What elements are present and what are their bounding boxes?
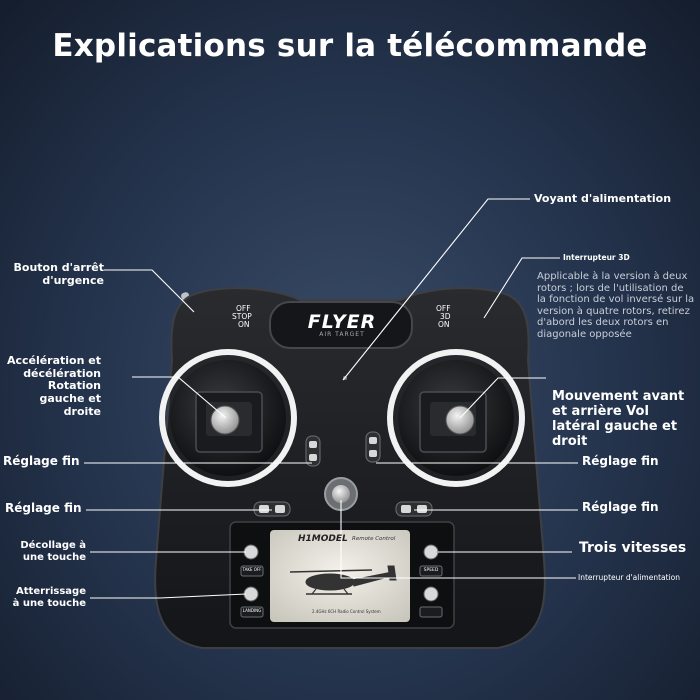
helicopter-icon [289, 565, 397, 595]
takeoff-button[interactable] [240, 544, 264, 577]
brand-subtitle: AIR TARGET [319, 331, 365, 338]
power-switch[interactable] [324, 477, 358, 511]
trim-horizontal-right[interactable] [395, 501, 433, 517]
switch-left-off: OFF [236, 304, 251, 313]
page-title: Explications sur la télécommande [52, 28, 648, 64]
label-trim-left-1: Réglage fin [3, 454, 80, 468]
left-stick[interactable] [210, 405, 240, 435]
label-trim-right-2: Réglage fin [582, 500, 659, 514]
switch-left-on: ON [238, 320, 250, 329]
speed-button-label: SPEED [423, 568, 439, 573]
right-stick[interactable] [445, 405, 475, 435]
label-trim-left-2: Réglage fin [5, 501, 82, 515]
switch-right-3d: 3D [440, 312, 451, 321]
label-throttle: Accélération et décélération Rotation ga… [6, 354, 101, 418]
label-power-switch: Interrupteur d'alimentation [578, 573, 681, 582]
lcd-footer: 2.4GHz 6CH Radio Control System [312, 609, 381, 614]
label-landing: Atterrissage à une touche [12, 586, 86, 609]
switch-left-stop: STOP [232, 312, 252, 321]
trim-vertical-right[interactable] [365, 431, 381, 463]
label-movement: Mouvement avant et arrière Vol latéral g… [552, 389, 685, 449]
brand-logo: FLYER [307, 311, 377, 333]
label-takeoff: Décollage à une touche [20, 540, 86, 563]
lcd-side-button[interactable] [419, 586, 443, 618]
takeoff-button-label: TAKE OFF [242, 567, 262, 572]
label-speeds: Trois vitesses [579, 540, 687, 556]
lcd-logo: H1MODEL [298, 534, 348, 544]
leader-lines [84, 198, 578, 599]
speed-button[interactable] [419, 544, 443, 577]
landing-button-label: LANDING [242, 608, 262, 613]
switch-right-off: OFF [436, 304, 451, 313]
label-switch-3d-desc: Applicable à la version à deux rotors ; … [537, 271, 695, 340]
label-switch-3d: Interrupteur 3D [563, 253, 630, 262]
trim-horizontal-left[interactable] [253, 501, 291, 517]
label-emergency: Bouton d'arrêt d'urgence [13, 261, 104, 287]
trim-vertical-left[interactable] [305, 435, 321, 467]
lcd-caption: Remote Control [352, 536, 396, 542]
label-trim-right-1: Réglage fin [582, 454, 659, 468]
label-power-led: Voyant d'alimentation [534, 192, 672, 205]
landing-button[interactable] [240, 586, 264, 618]
switch-right-on: ON [438, 320, 450, 329]
